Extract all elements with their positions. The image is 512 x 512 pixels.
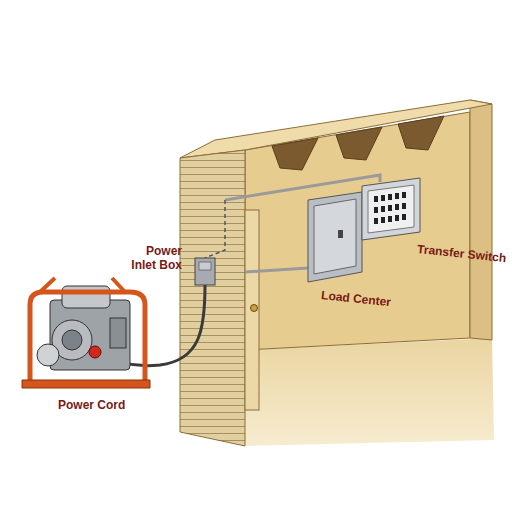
siding-wall [180,150,245,446]
wall-top [180,100,492,158]
side-wall [470,100,492,340]
part-label: Power Inlet Box [120,244,182,272]
generator [22,278,150,388]
power-inlet-box [195,258,215,285]
door-knob [251,305,258,312]
hidden-conduit [205,200,225,258]
transfer-switch [362,178,420,240]
ceiling-joists [272,116,444,170]
interior-wall [245,112,470,350]
part-label: Power Cord [58,398,148,412]
load-center [308,192,362,282]
floor [245,338,494,446]
door-frame [245,210,259,410]
